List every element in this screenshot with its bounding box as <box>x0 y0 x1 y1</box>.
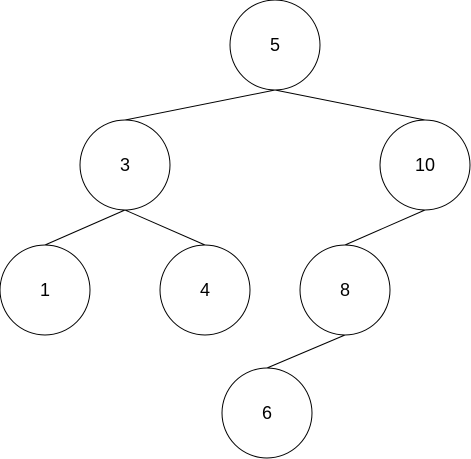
edge-n3-n4 <box>124 209 206 246</box>
tree-node-5: 5 <box>229 0 321 91</box>
edges-layer <box>44 89 426 369</box>
tree-node-10: 10 <box>379 119 471 211</box>
node-label: 4 <box>200 280 210 300</box>
edge-n8-n6 <box>266 334 346 369</box>
node-label: 3 <box>120 155 130 175</box>
node-label: 10 <box>415 155 435 175</box>
node-circle <box>221 367 313 459</box>
tree-node-1: 1 <box>0 244 91 336</box>
tree-node-4: 4 <box>159 244 251 336</box>
node-label: 5 <box>270 35 280 55</box>
node-circle <box>159 244 251 336</box>
tree-node-8: 8 <box>299 244 391 336</box>
edge-n3-n1 <box>44 209 126 246</box>
edge-n5-n3 <box>124 89 276 121</box>
edge-n5-n10 <box>274 89 426 121</box>
edge-n10-n8 <box>344 209 426 246</box>
node-circle <box>299 244 391 336</box>
node-label: 1 <box>40 280 50 300</box>
tree-node-3: 3 <box>79 119 171 211</box>
node-label: 6 <box>262 403 272 423</box>
node-circle <box>229 0 321 91</box>
node-circle <box>379 119 471 211</box>
node-label: 8 <box>340 280 350 300</box>
node-circle <box>79 119 171 211</box>
node-circle <box>0 244 91 336</box>
tree-node-6: 6 <box>221 367 313 459</box>
